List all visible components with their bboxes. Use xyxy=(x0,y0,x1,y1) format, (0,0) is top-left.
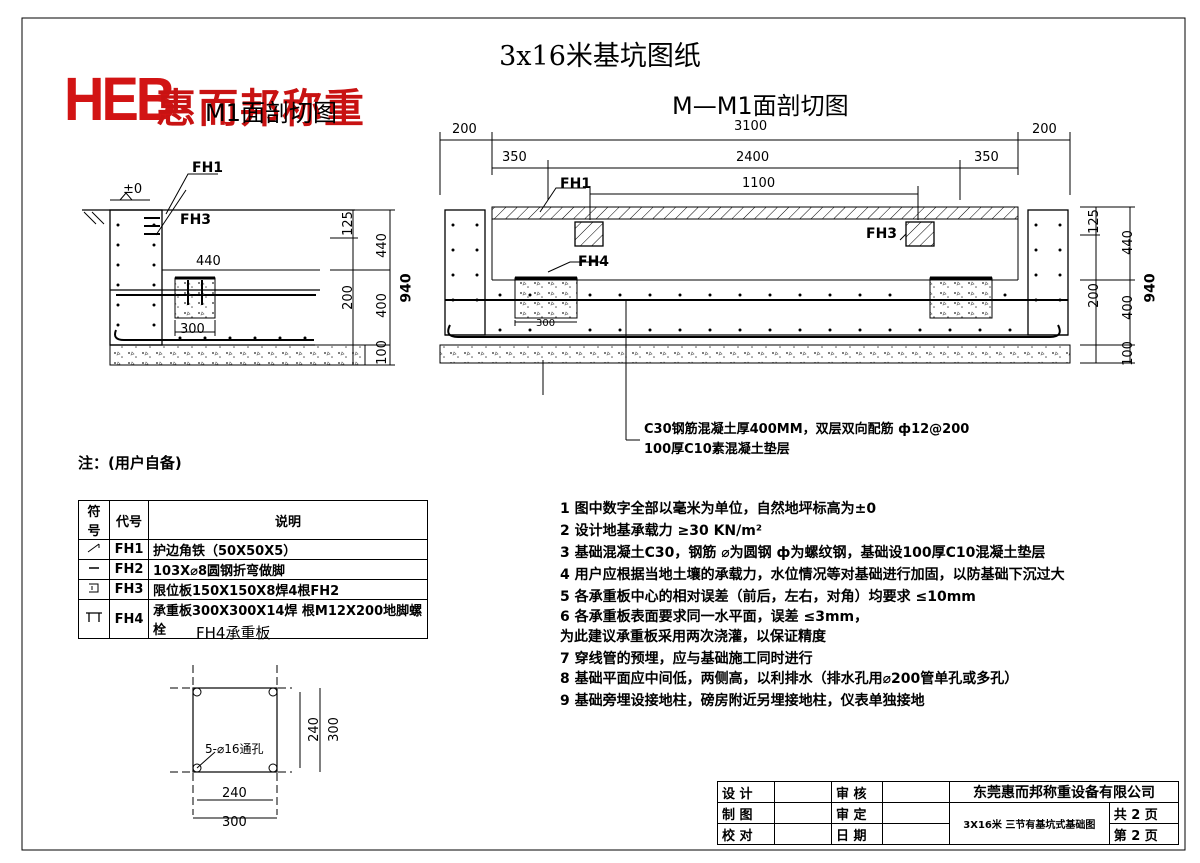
right-dim-940: 940 xyxy=(1142,273,1159,303)
dim-3100: 3100 xyxy=(734,119,768,134)
note-item: 6 各承重板表面要求同一水平面，误差 ≤3mm， xyxy=(560,609,869,625)
dim-440: 440 xyxy=(374,233,390,258)
tb-design-value xyxy=(774,781,832,803)
note-item: 1 图中数字全部以毫米为单位，自然地坪标高为±0 xyxy=(560,501,877,517)
tb-page-no: 第 2 页 xyxy=(1108,823,1180,845)
tb-company: 东莞惠而邦称重设备有限公司 xyxy=(949,781,1179,803)
tb-check: 校 对 xyxy=(717,823,775,845)
legend-desc: 护边角铁（50X50X5） xyxy=(148,539,428,560)
legend-code: FH1 xyxy=(109,539,149,560)
legend-code: FH3 xyxy=(109,579,149,600)
legend-code: FH4 xyxy=(109,599,149,639)
left-fh1-label: FH1 xyxy=(192,160,224,176)
right-section-title: M—M1面剖切图 xyxy=(672,92,849,120)
legend-row: FH1 护边角铁（50X50X5） xyxy=(78,539,428,560)
note-item: 9 基础旁埋设接地柱，磅房附近另埋接地柱，仪表单独接地 xyxy=(560,693,925,709)
legend-code: FH2 xyxy=(109,559,149,580)
legend-header-symbol: 符号 xyxy=(78,500,110,540)
right-dim-125: 125 xyxy=(1086,209,1102,234)
plate-hole-label: 5-⌀16通孔 xyxy=(205,742,264,756)
right-dim-300: 300 xyxy=(536,318,556,329)
dim-300: 300 xyxy=(180,322,205,337)
tb-total-pages: 共 2 页 xyxy=(1108,802,1180,824)
left-section-title: M1面剖切图 xyxy=(205,99,337,127)
right-section-drawing xyxy=(439,132,1135,441)
note-item: 7 穿线管的预埋，应与基础施工同时进行 xyxy=(560,651,813,667)
legend-header-desc: 说明 xyxy=(148,500,428,540)
dim-350-right: 350 xyxy=(974,150,999,165)
tb-check-value xyxy=(774,823,832,845)
callout-cushion: 100厚C10素混凝土垫层 xyxy=(644,442,790,457)
plate-dim-300-h: 300 xyxy=(222,815,247,830)
tb-date-value xyxy=(882,823,950,845)
tb-design: 设 计 xyxy=(717,781,775,803)
plate-dim-300-v: 300 xyxy=(326,717,342,742)
tb-drawing-name: 3X16米 三节有基坑式基础图 xyxy=(949,802,1110,845)
dim-200: 200 xyxy=(340,285,356,310)
bent-bar-icon xyxy=(78,559,110,580)
tb-review-value xyxy=(882,781,950,803)
tb-approve: 审 定 xyxy=(831,802,883,824)
right-dim-200: 200 xyxy=(1086,283,1102,308)
dim-125: 125 xyxy=(340,211,356,236)
dim-100: 100 xyxy=(374,340,390,365)
legend-desc: 承重板300X300X14焊 根M12X200地脚螺栓 xyxy=(148,599,428,639)
legend-row: FH3 限位板150X150X8焊4根FH2 xyxy=(78,579,428,600)
right-dim-100: 100 xyxy=(1120,341,1136,366)
drawing-frame xyxy=(21,17,1186,851)
right-dim-400: 400 xyxy=(1120,295,1136,320)
dim-350-left: 350 xyxy=(502,150,527,165)
note-item: 8 基础平面应中间低，两侧高，以利排水（排水孔用⌀200管单孔或多孔） xyxy=(560,671,1019,687)
legend-table: 符号 代号 说明 FH1 护边角铁（50X50X5） FH2 103X⌀8圆钢折… xyxy=(78,500,428,639)
left-fh3-label: FH3 xyxy=(180,212,212,228)
note-item: 5 各承重板中心的相对误差（前后，左右，对角）均要求 ≤10mm xyxy=(560,589,976,605)
plate-dim-240-h: 240 xyxy=(222,786,247,801)
dim-1100: 1100 xyxy=(742,176,776,191)
callout-concrete: C30钢筋混凝土厚400MM，双层双向配筋 ф12@200 xyxy=(644,422,970,437)
dim-200-right: 200 xyxy=(1032,122,1057,137)
legend-row: FH4 承重板300X300X14焊 根M12X200地脚螺栓 xyxy=(78,599,428,639)
limit-plate-icon xyxy=(78,579,110,600)
heb-logo: HEB xyxy=(64,63,176,134)
bearing-plate-icon xyxy=(78,599,110,639)
note-item: 3 基础混凝土C30，钢筋 ⌀为圆钢 ф为螺纹钢，基础设100厚C10混凝土垫层 xyxy=(560,545,1046,561)
legend-header-code: 代号 xyxy=(109,500,149,540)
angle-iron-icon xyxy=(78,539,110,560)
dim-940: 940 xyxy=(398,273,415,303)
tb-review: 审 核 xyxy=(831,781,883,803)
dim-2400: 2400 xyxy=(736,150,770,165)
note-item: 为此建议承重板采用两次浇灌，以保证精度 xyxy=(560,629,826,645)
right-dim-440: 440 xyxy=(1120,230,1136,255)
legend-header-row: 符号 代号 说明 xyxy=(78,500,428,540)
right-fh4-label: FH4 xyxy=(578,254,610,270)
note-item: 4 用户应根据当地土壤的承载力，水位情况等对基础进行加固，以防基础下沉过大 xyxy=(560,567,1065,583)
legend-row: FH2 103X⌀8圆钢折弯做脚 xyxy=(78,559,428,580)
page-title: 3x16米基坑图纸 xyxy=(499,41,701,72)
note-item: 2 设计地基承载力 ≥30 KN/m² xyxy=(560,523,762,539)
legend-desc: 103X⌀8圆钢折弯做脚 xyxy=(148,559,428,580)
legend-desc: 限位板150X150X8焊4根FH2 xyxy=(148,579,428,600)
note-title: 注：(用户自备) xyxy=(78,454,182,472)
left-440-label: 440 xyxy=(196,254,221,269)
zero-level-label: ±0 xyxy=(123,182,143,197)
tb-date: 日 期 xyxy=(831,823,883,845)
title-block: 设 计 审 核 东莞惠而邦称重设备有限公司 制 图 审 定 3X16米 三节有基… xyxy=(717,781,1180,845)
tb-draw-value xyxy=(774,802,832,824)
plate-detail-title: FH4承重板 xyxy=(196,624,271,642)
dim-200-left: 200 xyxy=(452,122,477,137)
right-fh1-label: FH1 xyxy=(560,176,592,192)
company-logo-text: 惠而邦称重 xyxy=(156,85,366,132)
plate-dim-240-v: 240 xyxy=(306,717,322,742)
tb-approve-value xyxy=(882,802,950,824)
plate-detail-drawing xyxy=(170,665,321,819)
tb-draw: 制 图 xyxy=(717,802,775,824)
right-fh3-label: FH3 xyxy=(866,226,898,242)
dim-400: 400 xyxy=(374,293,390,318)
left-section-drawing xyxy=(82,173,395,366)
